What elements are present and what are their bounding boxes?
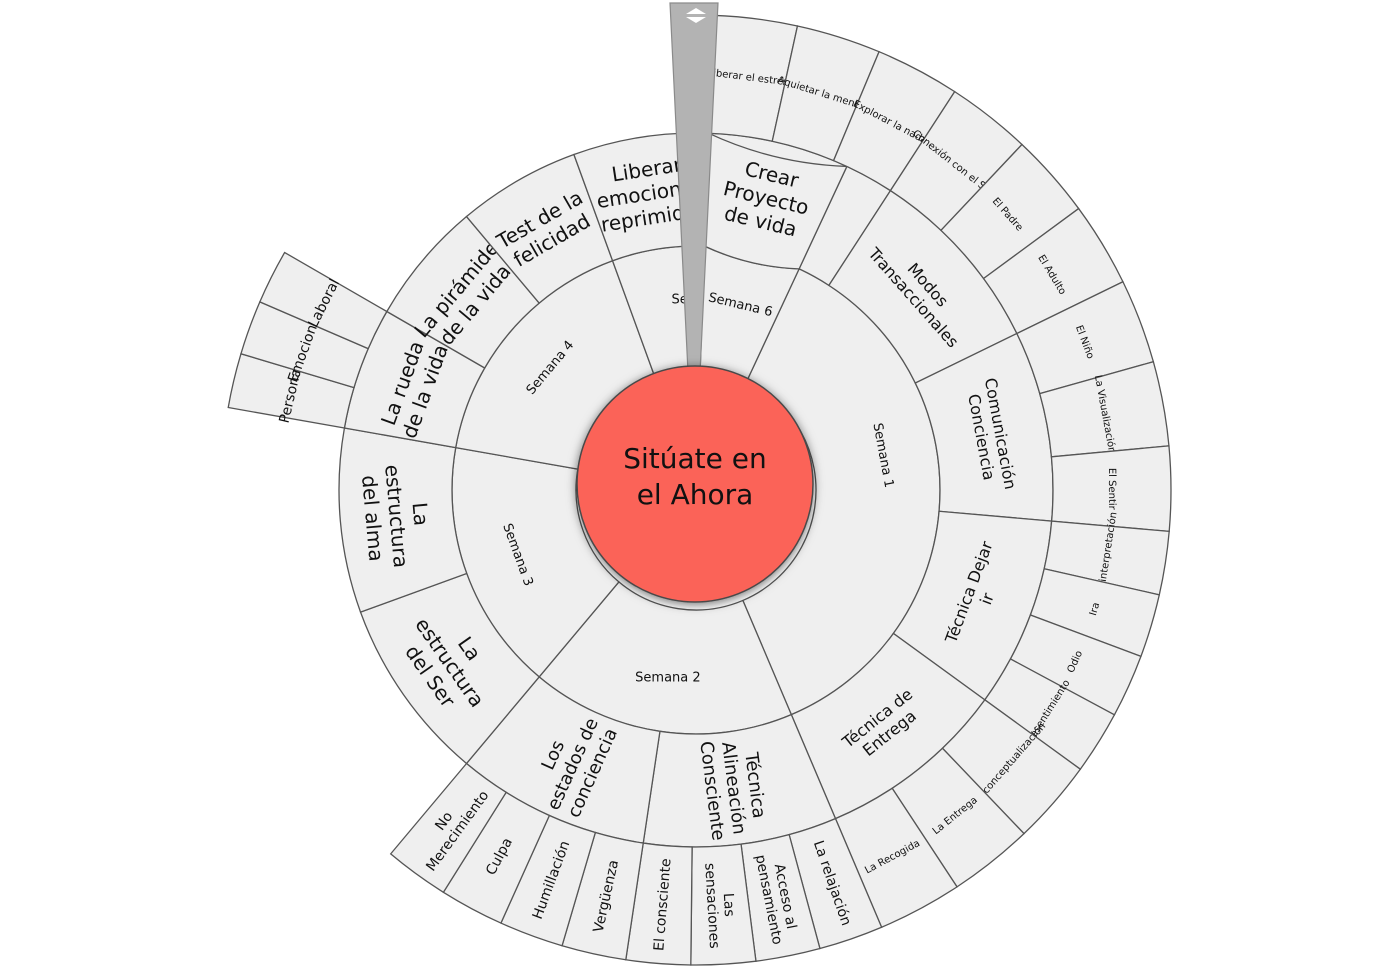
lesson-la-estructura-del-alma-label-line: La: [408, 501, 434, 526]
subtopic-las-sensaciones-label-line: sensaciones: [701, 863, 722, 949]
lesson-crear-proyecto-de-vida-label: CrearProyectode vida: [715, 153, 816, 243]
subtopic-las-sensaciones-label: Lassensaciones: [701, 862, 739, 949]
subtopic-no-merecimiento-segment[interactable]: [389, 762, 508, 894]
subtopic-el-sentir-label-line: El Sentir: [1106, 468, 1117, 511]
subtopic-el-sentir-label: El Sentir: [1106, 468, 1117, 511]
lesson-tecnica-alineacion-consciente-label: TécnicaAlineaciónConsciente: [696, 735, 772, 842]
pointer-arrow-up-icon: [686, 8, 706, 14]
subtopic-ira-label-line: Ira: [1087, 601, 1101, 617]
week-label-2: Semana 2: [635, 670, 701, 685]
subtopic-las-sensaciones-label-line: Las: [720, 893, 737, 918]
subtopic-laboral-segment[interactable]: [258, 251, 388, 350]
pointer-arrow-icon: [686, 17, 706, 23]
subtopic-el-consciente-label: El consciente: [651, 858, 674, 952]
subtopic-ira-label: Ira: [1087, 601, 1101, 617]
center-label-line: el Ahora: [637, 478, 754, 511]
center-label-line: Sitúate en: [623, 442, 767, 475]
center-circle[interactable]: [576, 365, 814, 603]
subtopic-el-consciente-label-line: El consciente: [651, 858, 674, 952]
